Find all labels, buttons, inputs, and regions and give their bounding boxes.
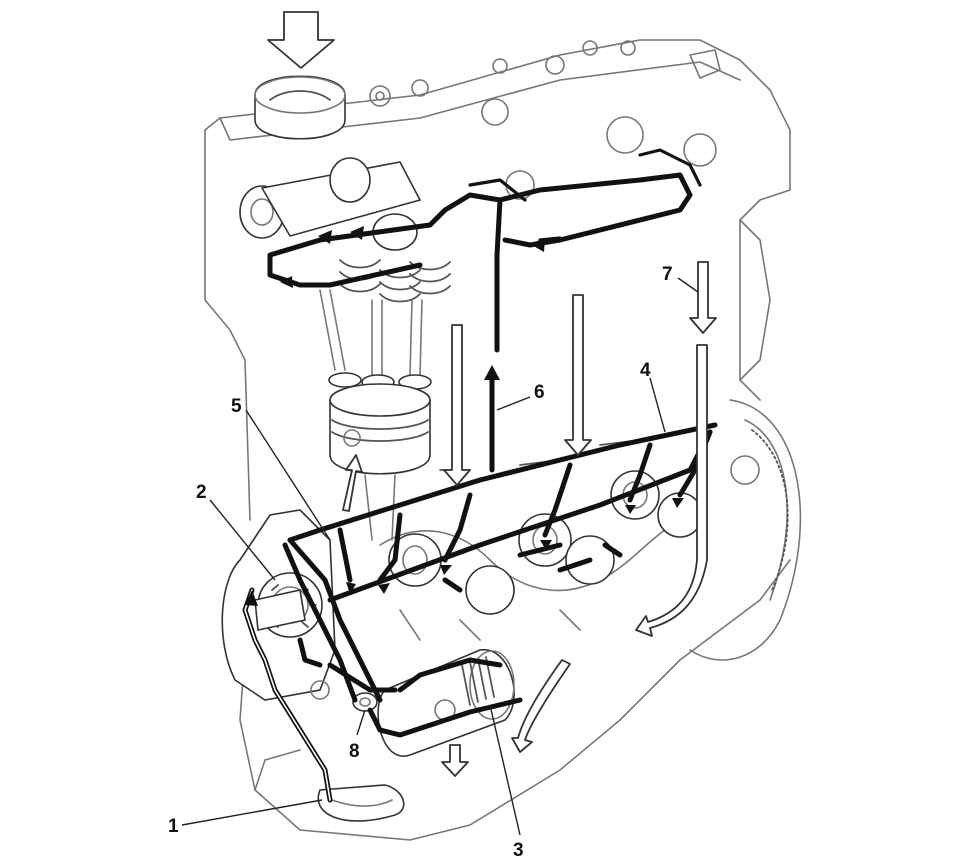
- oil-fill-arrow: [267, 11, 335, 69]
- oil-return-arrows: [441, 261, 717, 777]
- label-3: 3: [513, 840, 524, 861]
- oil-pump: [221, 509, 336, 701]
- label-1: 1: [168, 816, 179, 837]
- camshaft-and-valves: [239, 157, 451, 390]
- label-7: 7: [662, 264, 673, 285]
- oil-pickup-strainer: [317, 784, 405, 822]
- piston: [329, 383, 431, 541]
- oil-flow-arrowheads: [245, 226, 684, 606]
- engine-block: [204, 39, 802, 841]
- label-4: 4: [640, 360, 651, 381]
- pressure-relief-valve: [352, 692, 378, 712]
- oil-filler-cap: [254, 75, 346, 140]
- label-8: 8: [349, 741, 360, 762]
- label-5: 5: [231, 396, 242, 417]
- piston-oil-arrow: [342, 454, 363, 512]
- leader-lines: [181, 277, 699, 836]
- label-6: 6: [534, 382, 545, 403]
- label-2: 2: [196, 482, 207, 503]
